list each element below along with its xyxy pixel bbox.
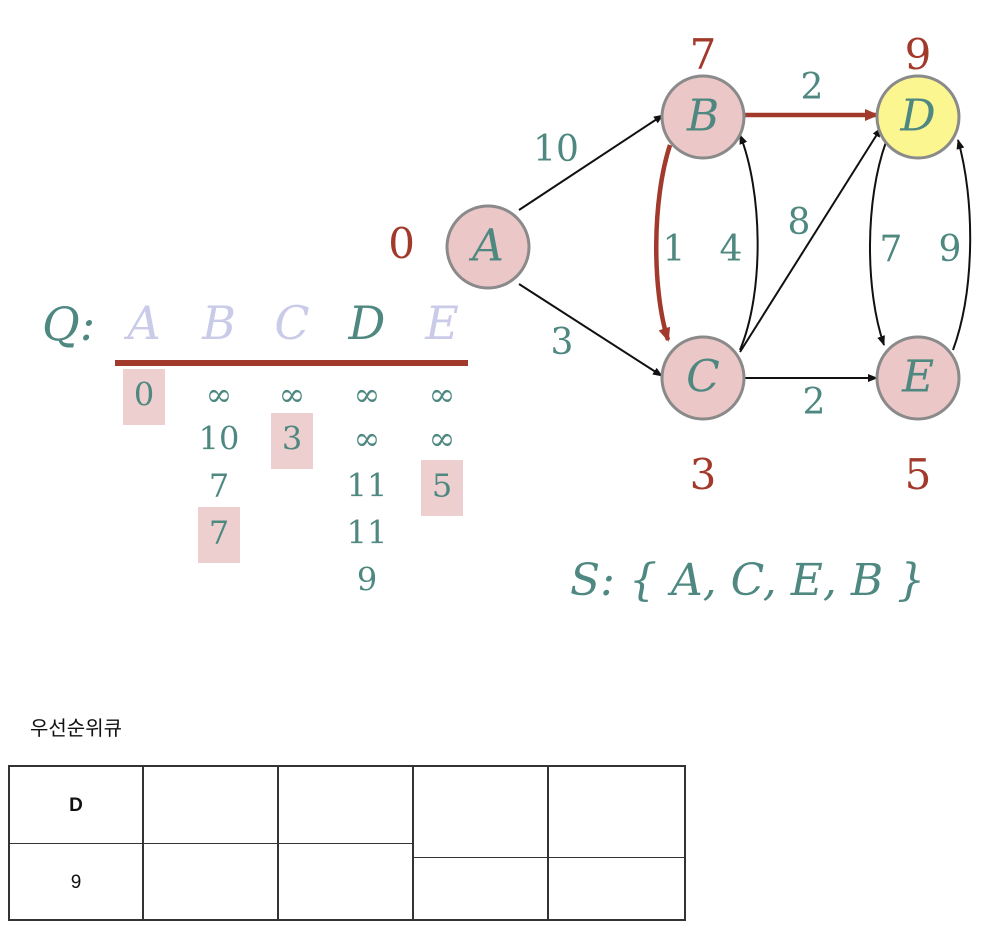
queue-selected-box: [198, 507, 240, 563]
queue-header-e: E: [424, 296, 459, 350]
pq-cell-top: [549, 767, 684, 857]
pq-divider: [10, 843, 142, 844]
queue-prefix: Q:: [42, 297, 95, 351]
node-label: D: [899, 91, 935, 142]
node-label: B: [686, 91, 719, 142]
pq-cell-top: [144, 767, 277, 844]
queue-header-b: B: [201, 296, 236, 350]
priority-queue-title: 우선순위큐: [30, 716, 122, 740]
edge-weight-label: 8: [788, 202, 811, 243]
queue-value: 3: [282, 420, 302, 458]
queue-value: 7: [209, 514, 229, 552]
pq-cell-bottom: 9: [70, 871, 82, 893]
visited-set-s: S: { A, C, E, B }: [570, 555, 925, 606]
queue-value: 11: [347, 467, 388, 505]
queue-value: 0: [134, 376, 154, 414]
node-distance-label: 9: [905, 30, 932, 79]
queue-selected-box: [421, 460, 463, 516]
edge-weight-label: 1: [663, 229, 686, 270]
pq-column: [142, 765, 279, 921]
edge-weight-label: 2: [803, 382, 826, 423]
pq-column: D 9: [8, 765, 144, 921]
pq-column: [547, 765, 686, 921]
pq-column: [277, 765, 414, 921]
queue-value: ∞: [429, 376, 456, 414]
pq-divider: [414, 857, 547, 858]
graph-nodes: A 0 B 7C 3 D 9E 5: [388, 30, 961, 499]
node-c: [660, 335, 746, 421]
edge-c-d: [739, 127, 882, 353]
node-distance-label: 3: [690, 450, 717, 499]
queue-table: Q: A 0 B ∞ 10 7 7 C ∞ 3 D ∞ ∞ 11 11 9 E ∞ ∞ 5: [42, 296, 468, 599]
priority-queue-table: D 9: [8, 765, 686, 921]
edge-weight-label: 7: [880, 229, 903, 270]
node-label: E: [901, 352, 934, 403]
pq-column: [412, 765, 549, 921]
node-a: [445, 204, 531, 290]
queue-value: ∞: [354, 376, 381, 414]
node-label: A: [468, 221, 504, 272]
queue-value: 10: [199, 420, 240, 458]
queue-value: 9: [357, 561, 377, 599]
edge-d-e: [869, 141, 887, 346]
node-d: [875, 74, 961, 160]
edge-e-d: [952, 139, 972, 351]
queue-value: ∞: [354, 420, 381, 458]
queue-value: ∞: [429, 420, 456, 458]
edge-weight-label: 9: [939, 229, 962, 270]
pq-divider: [549, 857, 684, 858]
node-distance-label: 7: [690, 30, 717, 79]
queue-value: 5: [432, 467, 452, 505]
edge-b-c: [654, 144, 673, 342]
pq-cell-top: [279, 767, 412, 844]
pq-cell-top: D: [69, 794, 83, 816]
queue-header-d: D: [348, 296, 386, 350]
pq-cell-top: [414, 767, 547, 857]
queue-header-a: A: [123, 296, 160, 350]
queue-value: ∞: [206, 376, 233, 414]
pq-cell-bottom: [279, 844, 412, 921]
queue-header-c: C: [274, 296, 309, 350]
node-label: C: [686, 352, 720, 403]
edge-weight-label: 4: [720, 229, 743, 270]
queue-value: ∞: [279, 376, 306, 414]
edge-a-c: [518, 283, 663, 377]
edge-weight-label: 3: [551, 322, 574, 363]
edge-a-b: [518, 114, 664, 211]
pq-divider: [144, 843, 277, 844]
queue-value: 11: [347, 514, 388, 552]
node-e: [875, 335, 961, 421]
pq-divider: [279, 843, 412, 844]
node-b: [660, 74, 746, 160]
pq-cell-bottom: [414, 857, 547, 921]
pq-cell-bottom: [144, 844, 277, 921]
edge-c-b: [739, 134, 759, 351]
queue-selected-box: [123, 369, 165, 425]
pq-cell-bottom: [549, 857, 684, 921]
queue-selected-box: [271, 413, 313, 469]
queue-value: 7: [209, 467, 229, 505]
node-distance-label: 0: [388, 219, 415, 268]
edge-weight-label: 2: [801, 67, 824, 108]
edge-weight-label: 10: [533, 129, 579, 170]
node-distance-label: 5: [905, 450, 932, 499]
